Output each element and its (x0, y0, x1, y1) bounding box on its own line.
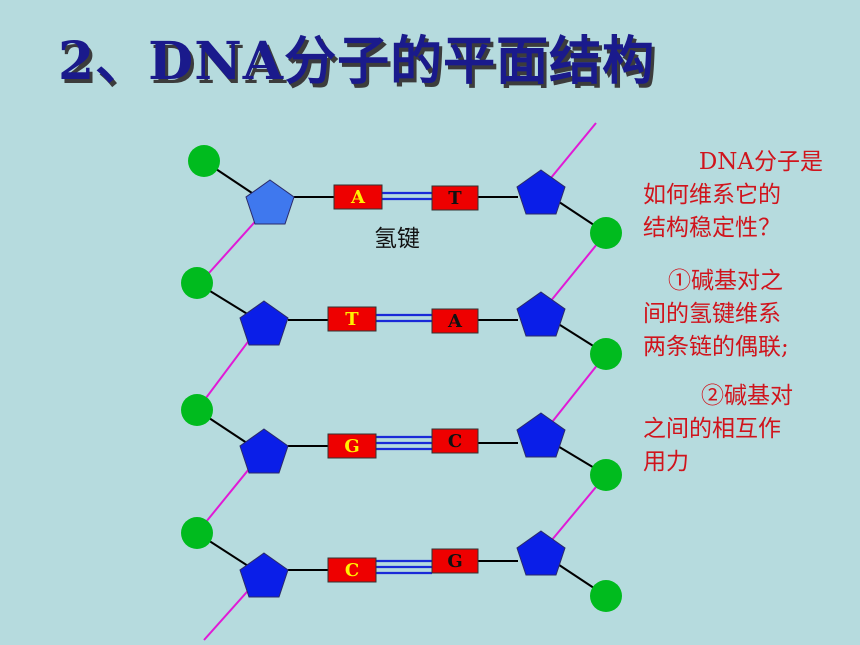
phosphates (181, 145, 622, 612)
base-right-2: A (447, 311, 463, 332)
right-phosphate-4 (590, 580, 622, 612)
base-left-3: G (344, 436, 359, 457)
hydrogen-bond-pair-1 (382, 191, 432, 201)
left-sugar-3 (239, 428, 289, 474)
right-phosphate-1 (590, 217, 622, 249)
base-left-4: C (345, 560, 359, 581)
note-line: 如何维系它的 (643, 182, 781, 208)
base-pair-4: C G (327, 548, 479, 583)
note-line: 之间的相互作 (643, 416, 781, 442)
left-sugar-2 (239, 300, 289, 346)
question-note: DNA分子是 如何维系它的 结构稳定性？ (643, 146, 823, 245)
right-sugar-4 (516, 530, 566, 576)
hydrogen-bond-label: 氢键 (374, 226, 420, 252)
note-line: ①碱基对之 (668, 268, 783, 294)
note-line: 结构稳定性？ (643, 215, 781, 241)
left-sugar-1 (245, 179, 295, 225)
point-one-note: ①碱基对之 间的氢键维系 两条链的偶联; (643, 265, 858, 364)
base-right-4: G (447, 551, 462, 572)
hydrogen-bonds (376, 191, 432, 575)
point-two-note: ②碱基对 之间的相互作 用力 (643, 380, 823, 479)
left-phosphate-1 (188, 145, 220, 177)
bases: A T T A G C C G (327, 184, 479, 583)
hydrogen-bond-triple-4 (376, 559, 432, 575)
base-pair-3: G C (327, 428, 479, 459)
base-right-1: T (448, 188, 462, 209)
base-left-2: T (345, 309, 359, 330)
note-line: 两条链的偶联; (643, 334, 789, 360)
right-phosphate-2 (590, 338, 622, 370)
note-line: 用力 (643, 449, 689, 475)
note-line: DNA分子是 (698, 149, 823, 175)
hydrogen-bond-triple-3 (376, 435, 432, 451)
right-sugar-3 (516, 412, 566, 458)
left-phosphate-4 (181, 517, 213, 549)
note-line: ②碱基对 (701, 383, 793, 409)
right-phosphate-3 (590, 459, 622, 491)
base-pair-1: A T (333, 184, 479, 211)
sugars (239, 169, 566, 598)
left-phosphate-3 (181, 394, 213, 426)
hydrogen-bond-pair-2 (376, 313, 432, 323)
base-pair-2: T A (327, 306, 479, 334)
base-left-1: A (350, 187, 366, 208)
right-sugar-2 (516, 291, 566, 337)
right-sugar-1 (516, 169, 566, 215)
slide-title: 2、DNA分子的平面结构 (58, 31, 656, 92)
note-line: 间的氢键维系 (643, 301, 781, 327)
left-sugar-4 (239, 552, 289, 598)
left-phosphate-2 (181, 267, 213, 299)
base-right-3: C (448, 431, 462, 452)
